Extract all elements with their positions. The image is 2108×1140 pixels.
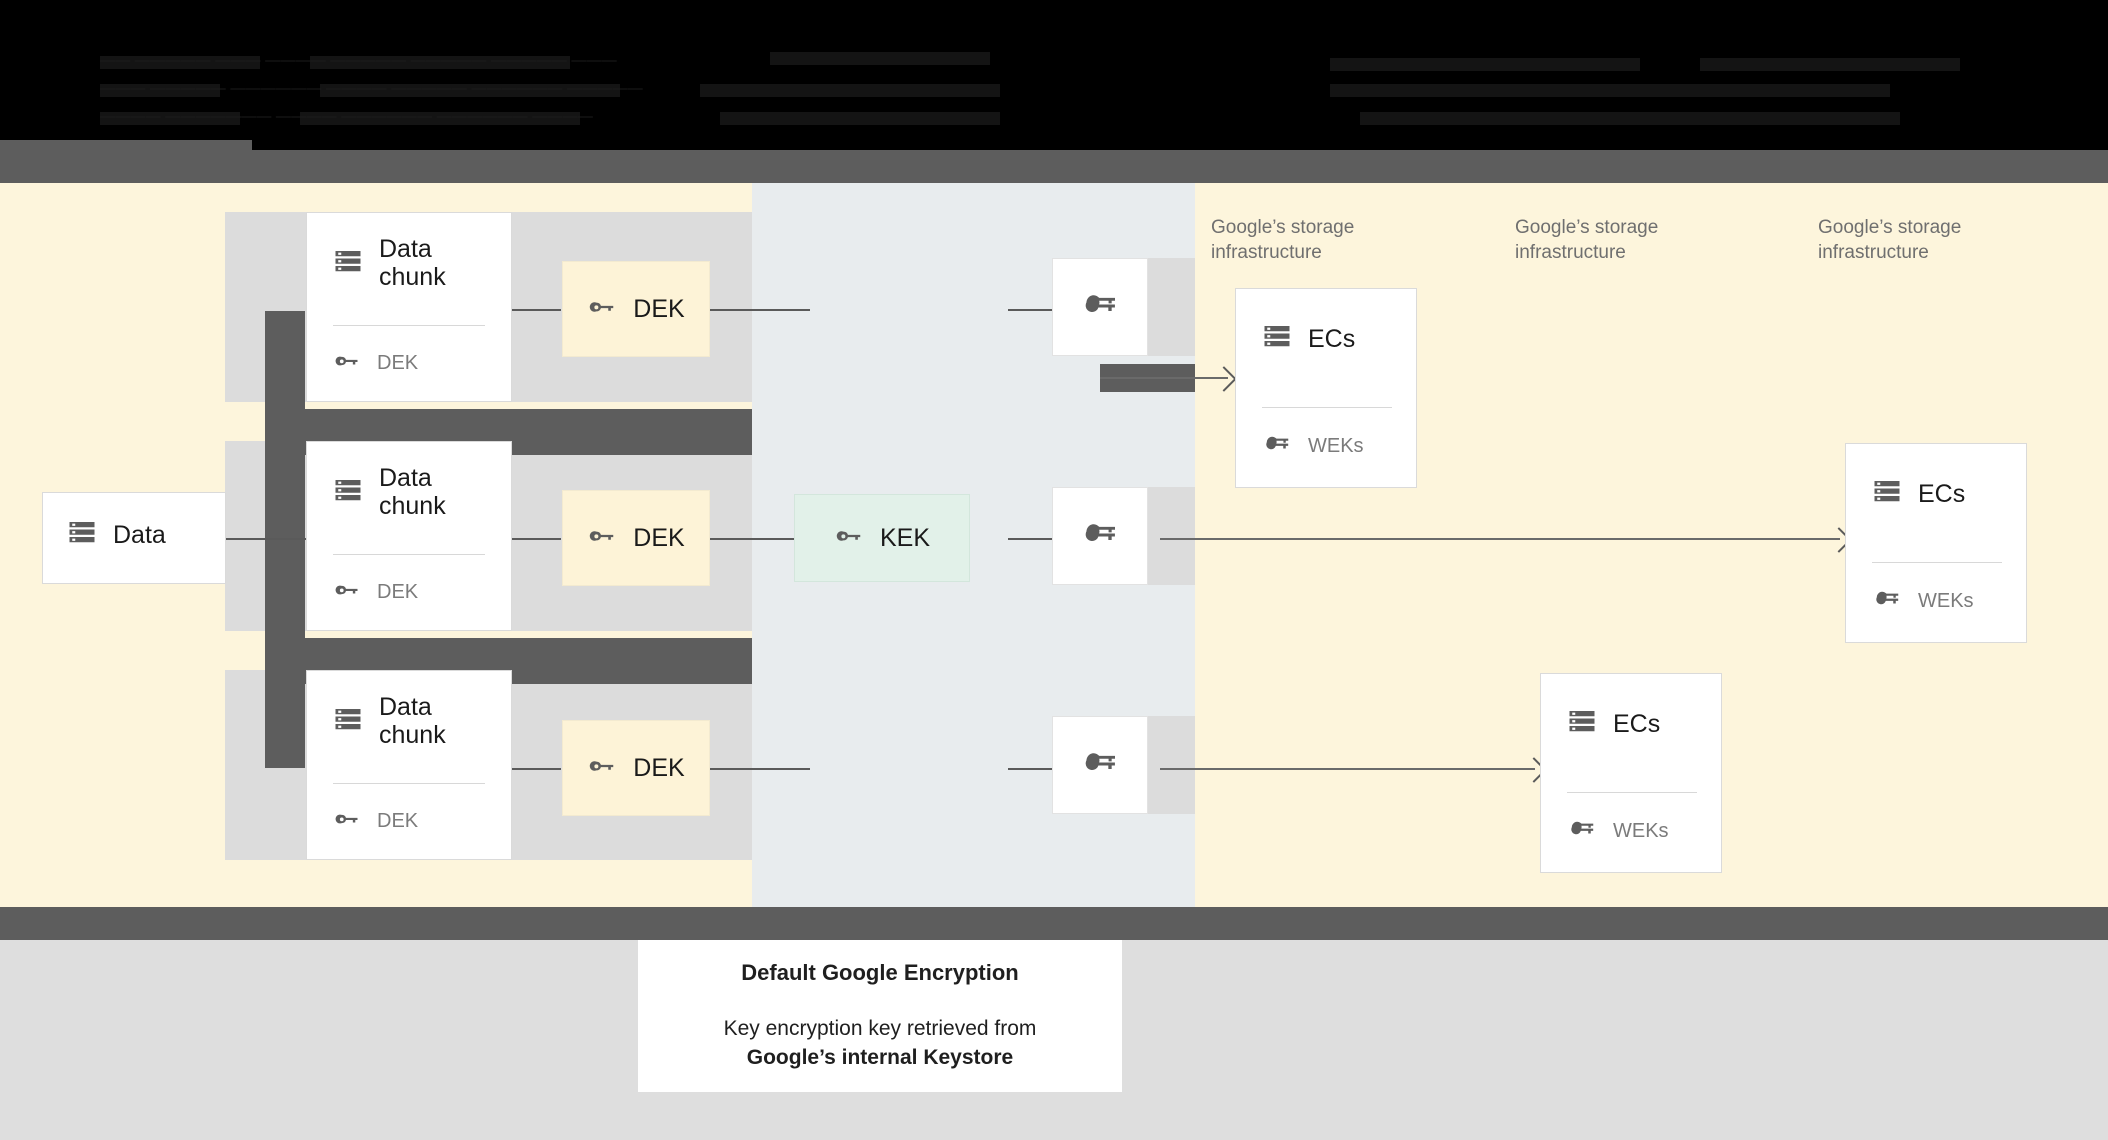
source-data-title: Data bbox=[113, 520, 166, 549]
bottom-separator-bar bbox=[0, 907, 2108, 940]
server-icon bbox=[333, 475, 363, 510]
storage-label-3: Google’s storage infrastructure bbox=[1818, 217, 1962, 263]
server-icon bbox=[333, 704, 363, 739]
card-divider bbox=[1567, 792, 1697, 793]
dek-label: DEK bbox=[633, 753, 685, 782]
storage-label-2: Google’s storage infrastructure bbox=[1515, 217, 1659, 263]
data-chunk-title: Data chunk bbox=[379, 693, 446, 749]
ec-card-key-label: WEKs bbox=[1918, 590, 1974, 612]
wrapped-key-icon bbox=[1080, 285, 1120, 330]
card-divider bbox=[333, 325, 485, 326]
connector-kek-left bbox=[740, 538, 795, 540]
connector-wk1-left bbox=[1008, 309, 1053, 311]
ec-card-key-label: WEKs bbox=[1308, 435, 1364, 457]
ec-card-1: ECs WEKs bbox=[1235, 288, 1417, 488]
legend-body: Key encryption key retrieved from Google… bbox=[724, 1014, 1037, 1072]
dek-box-2: DEK bbox=[562, 490, 710, 586]
dek-label: DEK bbox=[633, 523, 685, 552]
arrow-line-2 bbox=[1160, 538, 1840, 540]
data-chunk-key-label: DEK bbox=[377, 352, 419, 374]
wrapped-key-icon bbox=[1080, 743, 1120, 788]
wrapped-key-box-2 bbox=[1052, 487, 1148, 585]
legend-line-2: Google’s internal Keystore bbox=[746, 1046, 1014, 1069]
dek-box-1: DEK bbox=[562, 261, 710, 357]
key-icon bbox=[587, 521, 617, 556]
wrapped-key-box-3 bbox=[1052, 716, 1148, 814]
banner-line-2: ——— ————— —————— ———— ————— —————— ————— bbox=[100, 80, 644, 97]
data-chunk-card-2: Data chunk DEK bbox=[306, 441, 512, 631]
server-icon bbox=[1262, 321, 1292, 356]
data-chunk-title: Data chunk bbox=[379, 235, 446, 291]
wrapped-key-icon bbox=[1262, 429, 1292, 464]
connector-kek-to-wk bbox=[1008, 538, 1053, 540]
banner-line-3: ———— ——————— ———— —————— —————— ———— bbox=[100, 108, 594, 125]
key-icon bbox=[333, 347, 361, 380]
kek-box: KEK bbox=[794, 494, 970, 582]
data-chunk-card-1: Data chunk DEK bbox=[306, 212, 512, 402]
ec-card-2: ECs WEKs bbox=[1845, 443, 2027, 643]
card-divider bbox=[1872, 562, 2002, 563]
data-chunk-key-label: DEK bbox=[377, 581, 419, 603]
ec-card-3: ECs WEKs bbox=[1540, 673, 1722, 873]
wrapped-key-icon bbox=[1080, 514, 1120, 559]
connector-source-to-chunks bbox=[225, 538, 310, 540]
wrapped-key-box-1 bbox=[1052, 258, 1148, 356]
server-icon bbox=[1872, 476, 1902, 511]
ec-card-title: ECs bbox=[1308, 324, 1356, 353]
server-icon bbox=[333, 246, 363, 281]
card-divider bbox=[1262, 407, 1392, 408]
storage-label-1: Google’s storage infrastructure bbox=[1211, 217, 1355, 263]
data-chunk-card-3: Data chunk DEK bbox=[306, 670, 512, 860]
banner-line-1: —— ————— ——— ———— ————— ————— ————— ——— bbox=[100, 52, 617, 69]
legend-title: Default Google Encryption bbox=[741, 960, 1019, 985]
connector-dek1-right bbox=[710, 309, 810, 311]
kek-label: KEK bbox=[879, 523, 931, 552]
connector-chunk2-dek bbox=[511, 538, 561, 540]
arrow-line-3 bbox=[1160, 768, 1535, 770]
connector-wk3-left bbox=[1008, 768, 1053, 770]
wrapped-key-icon bbox=[1872, 584, 1902, 619]
key-icon bbox=[333, 805, 361, 838]
connector-dek3-right bbox=[710, 768, 810, 770]
card-divider bbox=[333, 783, 485, 784]
top-separator-bar bbox=[0, 150, 2108, 183]
connector-chunk3-dek bbox=[511, 768, 561, 770]
legend-card: Default Google Encryption Key encryption… bbox=[638, 940, 1122, 1092]
server-icon bbox=[67, 517, 97, 552]
kek-zone-foot bbox=[879, 901, 1195, 911]
data-chunk-key-label: DEK bbox=[377, 810, 419, 832]
key-icon bbox=[333, 576, 361, 609]
arrow-line-1 bbox=[1100, 377, 1228, 379]
redacted-banner: —— ————— ——— ———— ————— ————— ————— ——— … bbox=[0, 0, 2108, 150]
dek-box-3: DEK bbox=[562, 720, 710, 816]
card-divider bbox=[333, 554, 485, 555]
connector-chunk1-dek bbox=[511, 309, 561, 311]
key-icon bbox=[587, 292, 617, 327]
wrapped-key-icon bbox=[1567, 814, 1597, 849]
ec-card-title: ECs bbox=[1613, 709, 1661, 738]
data-chunk-title: Data chunk bbox=[379, 464, 446, 520]
key-icon bbox=[587, 751, 617, 786]
ec-card-title: ECs bbox=[1918, 479, 1966, 508]
ec-card-key-label: WEKs bbox=[1613, 820, 1669, 842]
top-separator-notch bbox=[0, 140, 252, 152]
source-data-card: Data bbox=[42, 492, 226, 584]
server-icon bbox=[1567, 706, 1597, 741]
dek-label: DEK bbox=[633, 294, 685, 323]
key-icon bbox=[834, 521, 864, 556]
legend-line-1: Key encryption key retrieved from bbox=[723, 1017, 1037, 1040]
